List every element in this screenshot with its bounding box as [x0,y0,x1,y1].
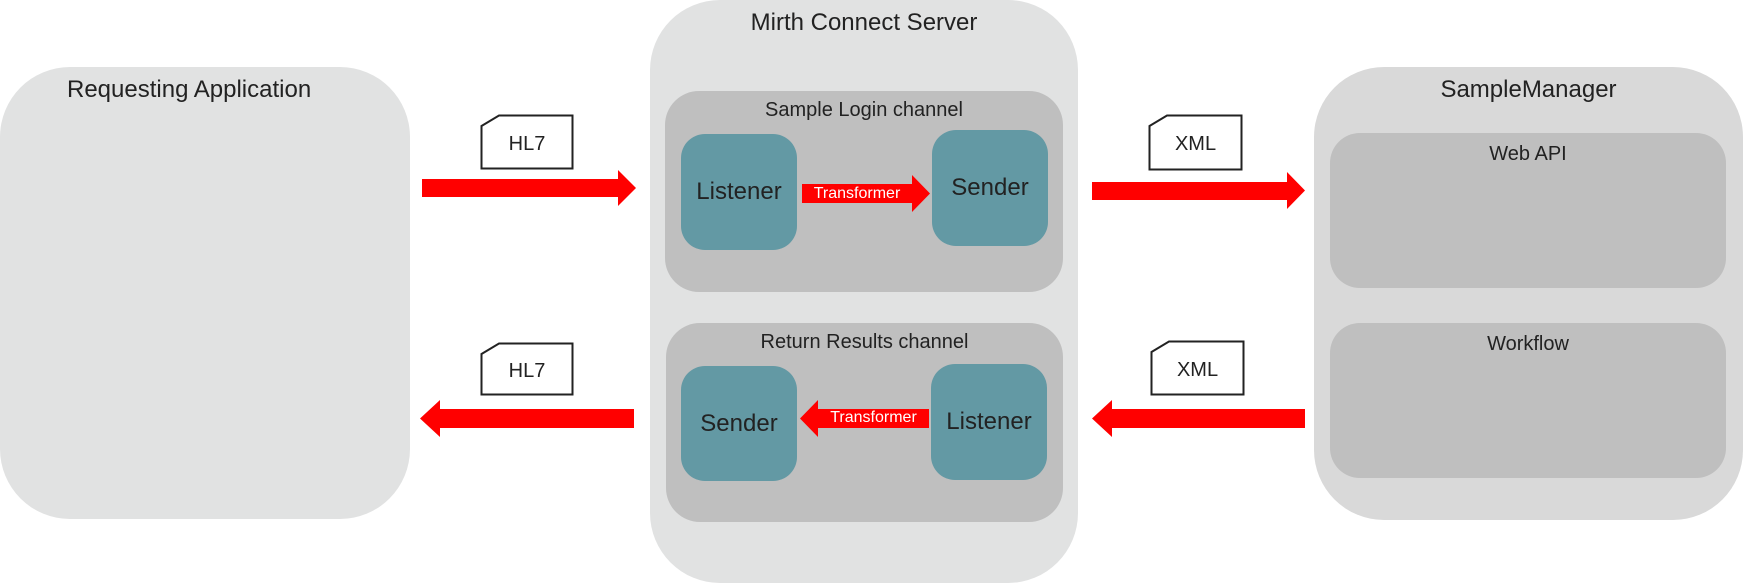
hl7-label-return: HL7 [508,360,546,382]
samplemanager-title: SampleManager [1440,76,1617,103]
return-results-transformer-label: Transformer [830,409,917,426]
document-icon [480,114,574,170]
arrow-left-icon [1092,400,1305,437]
hl7-label-outbound: HL7 [508,133,546,155]
workflow-module: Workflow [1330,323,1726,478]
xml-message-doc-outbound: XML [1148,114,1243,171]
arrow-mirth-to-app [420,400,634,437]
arrow-samplemanager-to-mirth [1092,400,1305,437]
sample-login-transformer-label: Transformer [813,185,901,202]
requesting-application-title: Requesting Application [67,76,312,103]
arrow-left-icon [800,400,929,437]
document-icon [1148,114,1243,171]
document-icon [480,342,574,396]
arrow-left-icon [420,400,634,437]
sample-login-channel-title: Sample Login channel [765,99,963,121]
workflow-title: Workflow [1487,333,1569,355]
hl7-message-doc-outbound: HL7 [480,114,574,170]
document-icon [1150,340,1245,396]
requesting-application-box: Requesting Application [0,67,410,519]
arrow-app-to-mirth [422,170,636,206]
xml-label-outbound: XML [1174,133,1217,155]
sample-login-transformer-arrow: Transformer [802,175,930,212]
web-api-title: Web API [1489,143,1567,165]
sample-login-sender: Sender [932,130,1048,246]
hl7-message-doc-return: HL7 [480,342,574,396]
mirth-connect-server-title: Mirth Connect Server [750,9,978,36]
arrow-right-icon [802,175,930,212]
arrow-mirth-to-samplemanager [1092,172,1305,209]
return-results-listener: Listener [931,364,1047,480]
xml-label-return: XML [1176,359,1219,381]
return-results-channel-title: Return Results channel [760,331,969,353]
sample-login-listener: Listener [681,134,797,250]
arrow-right-icon [422,170,636,206]
return-results-transformer-arrow: Transformer [800,400,929,437]
arrow-right-icon [1092,172,1305,209]
web-api-module: Web API [1330,133,1726,288]
return-results-sender: Sender [681,366,797,481]
xml-message-doc-return: XML [1150,340,1245,396]
